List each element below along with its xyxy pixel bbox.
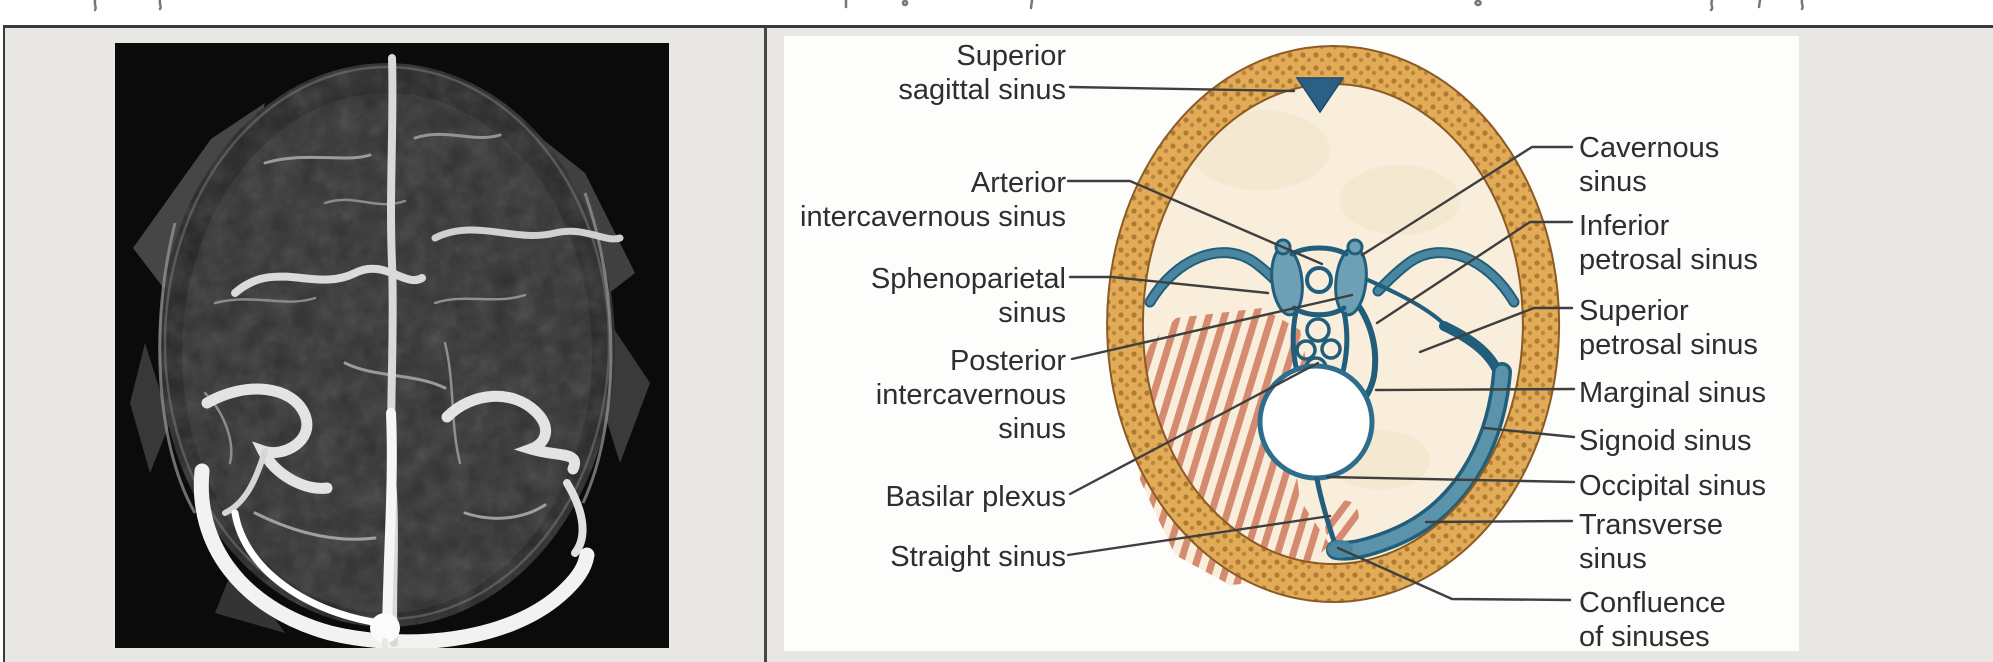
label-basilar-plexus: Basilar plexus — [885, 481, 1066, 513]
label-marginal-sinus: Marginal sinus — [1579, 377, 1766, 409]
label-signoid-sinus: Signoid sinus — [1579, 425, 1752, 457]
panel-divider — [764, 28, 767, 662]
mr-venogram-image — [115, 43, 669, 648]
label-superior-sagittal-sinus: Superior sagittal sinus — [898, 40, 1066, 106]
figure-frame: Superior sagittal sinus Arterior interca… — [3, 25, 1993, 662]
label-inferior-petrosal-sinus: Inferior petrosal sinus — [1579, 210, 1758, 276]
label-arterior-intercavernous-sinus: Arterior intercavernous sinus — [800, 167, 1066, 233]
label-sphenoparietal-sinus: Sphenoparietal sinus — [870, 263, 1066, 329]
label-superior-petrosal-sinus: Superior petrosal sinus — [1579, 295, 1758, 361]
label-transverse-sinus: Transverse sinus — [1579, 509, 1723, 575]
label-cavernous-sinus: Cavernous sinus — [1579, 132, 1720, 198]
label-occipital-sinus: Occipital sinus — [1579, 470, 1766, 502]
label-posterior-intercavernous-sinus: Posterior intercavernous sinus — [875, 345, 1066, 445]
clipped-text-fragments — [93, 0, 1804, 12]
figure-panel-left-mr-venogram — [115, 43, 669, 648]
label-confluence-of-sinuses: Confluence of sinuses — [1579, 587, 1726, 653]
label-straight-sinus: Straight sinus — [890, 541, 1066, 573]
